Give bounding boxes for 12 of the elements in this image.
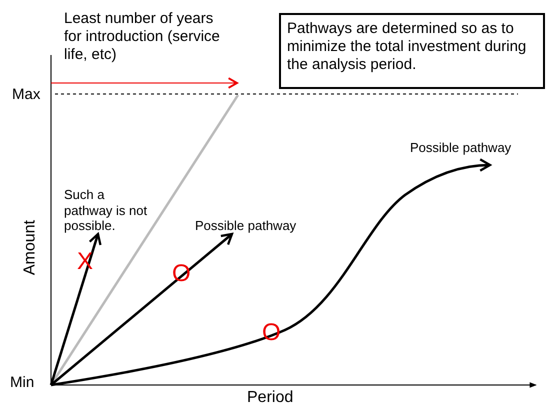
axis-tick-label: Max bbox=[12, 86, 42, 104]
pathway-label: Possible pathway bbox=[195, 218, 325, 234]
note-box: Pathways are determined so as to minimize the total investment during the analysis period. bbox=[279, 13, 545, 89]
axis-title: Amount bbox=[20, 219, 40, 278]
pathway-label: Possible pathway bbox=[410, 140, 545, 165]
pathway-arrow bbox=[50, 232, 234, 386]
annotation-text: Least number of years for introduction (service life, etc) bbox=[64, 10, 221, 64]
axis-title: Period bbox=[247, 388, 294, 408]
pathway-arrow bbox=[50, 232, 102, 386]
axis-tick-label: Min bbox=[10, 374, 36, 392]
pathway-arrow bbox=[50, 158, 492, 386]
annotation-text: Such a pathway is not possible. bbox=[64, 187, 149, 234]
